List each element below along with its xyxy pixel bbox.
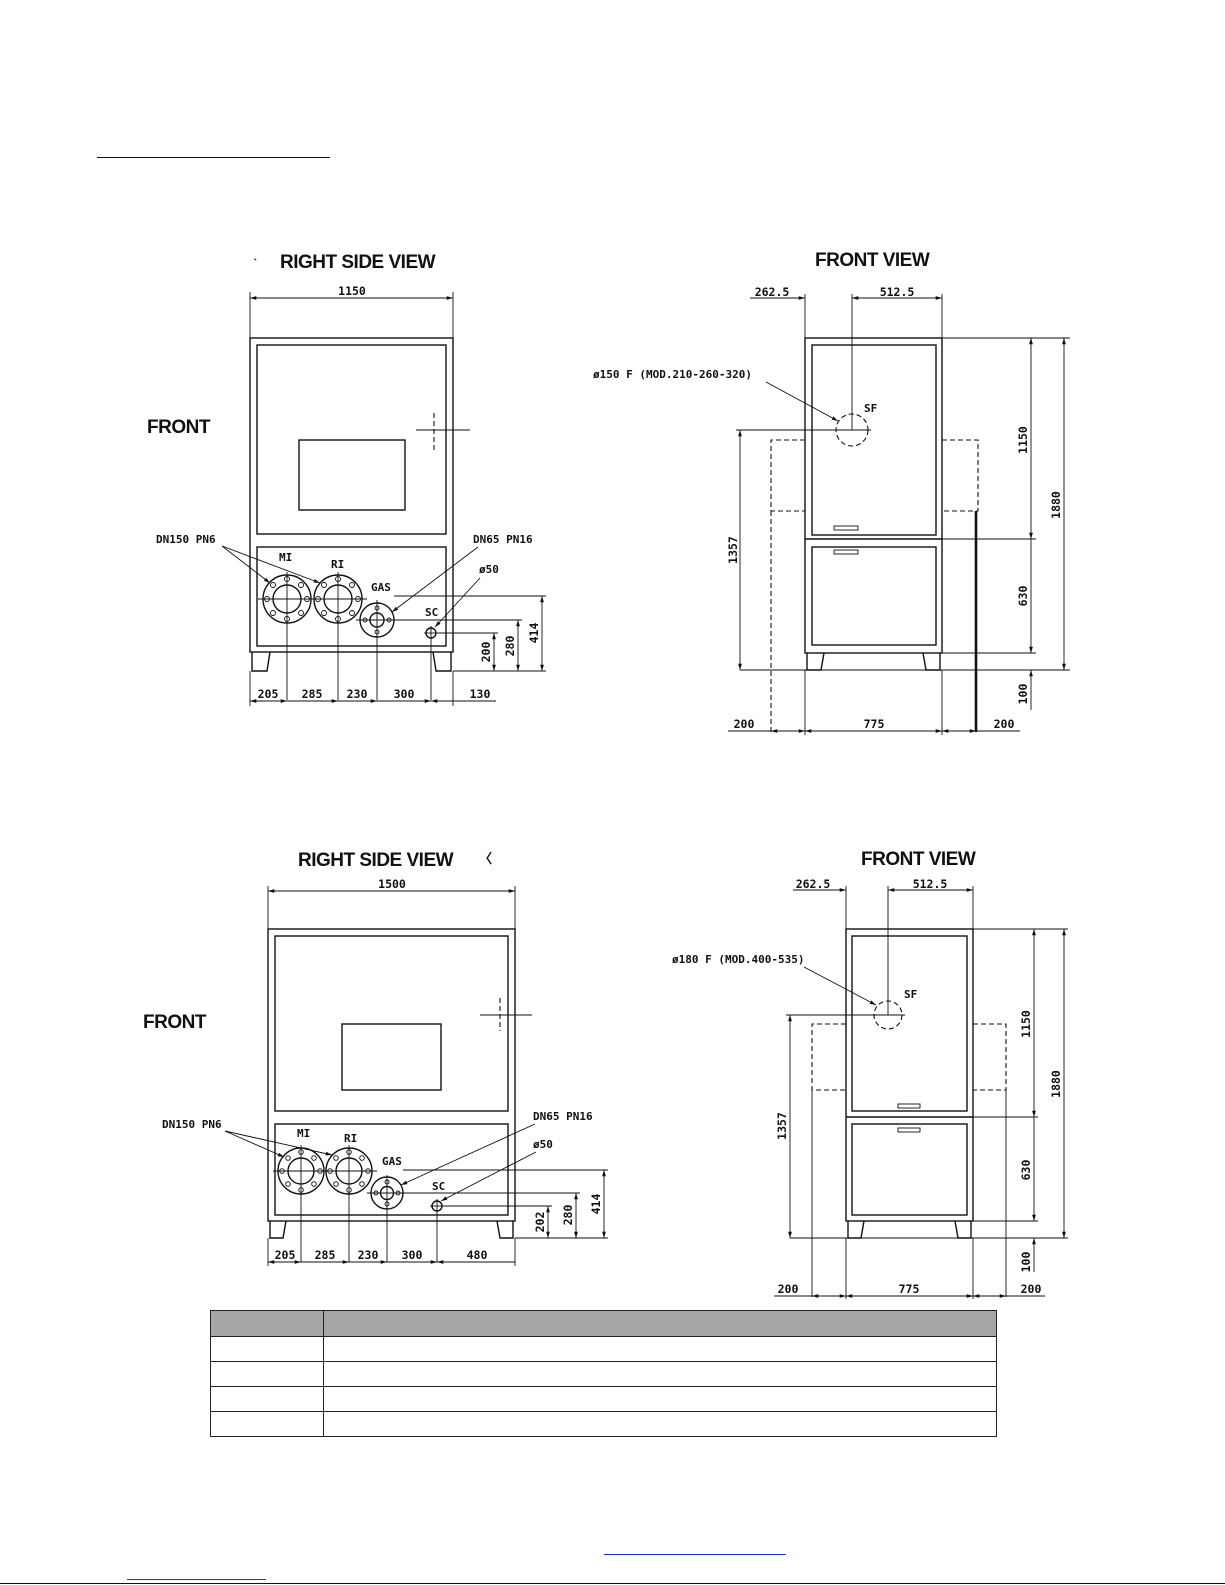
footer-link-2[interactable] (127, 1579, 266, 1580)
front-2-dim-200-right: 200 (1021, 1282, 1042, 1296)
front-1-dim-512-5: 512.5 (880, 285, 915, 299)
table-cell (210, 1336, 324, 1362)
side-1-height-414: 414 (527, 623, 541, 644)
side-view-1-width-dim: 1150 (338, 284, 366, 298)
side-1-sc: SC (425, 606, 438, 619)
front-2-dim-262-5: 262.5 (796, 877, 831, 891)
front-2-dim-512-5: 512.5 (913, 877, 948, 891)
front-1-dim-1357: 1357 (726, 536, 740, 564)
side-view-2-front-label: FRONT (143, 1012, 207, 1033)
side-2-dim-300: 300 (402, 1248, 423, 1262)
side-view-1-front-label: FRONT (147, 417, 211, 438)
side-1-mi: MI (279, 551, 292, 564)
side-2-height-202: 202 (533, 1212, 547, 1233)
table-cell (210, 1411, 324, 1437)
side-2-height-280: 280 (561, 1205, 575, 1226)
table-row (210, 1411, 997, 1437)
front-view-1-title: FRONT VIEW (815, 250, 930, 271)
front-2-dim-775: 775 (899, 1282, 920, 1296)
side-2-ri: RI (344, 1132, 357, 1145)
table-cell (210, 1386, 324, 1412)
ri-flange-2 (321, 1145, 377, 1262)
table-cell (323, 1386, 997, 1412)
side-1-ri: RI (331, 558, 344, 571)
gas-flange-1 (356, 600, 398, 700)
side-1-dim-205: 205 (258, 687, 279, 701)
table-row (210, 1361, 997, 1387)
footer-link[interactable] (604, 1554, 786, 1555)
front-2-dim-1357: 1357 (775, 1112, 789, 1140)
side-2-height-414: 414 (589, 1194, 603, 1215)
front-1-dim-200-right: 200 (994, 717, 1015, 731)
front-view-1: FRONT VIEW 262.5 512.5 SF ø150 F (MOD.21… (593, 250, 1070, 735)
side-view-1-title: RIGHT SIDE VIEW (280, 252, 436, 273)
side-2-dim-205: 205 (275, 1248, 296, 1262)
table-header-row (210, 1310, 997, 1337)
front-1-dim-200-left: 200 (734, 717, 755, 731)
table-header-cell (323, 1310, 997, 1337)
side-view-2-title: RIGHT SIDE VIEW (298, 850, 454, 871)
side-2-mi: MI (297, 1127, 310, 1140)
side-view-2-width-dim: 1500 (378, 877, 406, 891)
front-2-sf-label: ø180 F (MOD.400-535) (672, 953, 804, 966)
mi-flange-2 (273, 1145, 329, 1262)
side-1-flange-label: DN150 PN6 (156, 533, 216, 546)
side-2-sc: SC (432, 1180, 445, 1193)
table-cell (323, 1411, 997, 1437)
front-1-dim-1150: 1150 (1016, 426, 1030, 454)
side-2-flange-label: DN150 PN6 (162, 1118, 222, 1131)
sc-connection-1 (424, 626, 438, 700)
table-row (210, 1336, 997, 1362)
front-2-dim-630: 630 (1019, 1160, 1033, 1181)
side-1-dim-130: 130 (470, 687, 491, 701)
front-view-2: FRONT VIEW 262.5 512.5 SF ø180 F (MOD.40… (672, 849, 1068, 1299)
table-cell (323, 1336, 997, 1362)
front-2-dim-100: 100 (1019, 1252, 1033, 1273)
front-1-dim-100: 100 (1016, 684, 1030, 705)
table-row (210, 1386, 997, 1412)
front-1-dim-775: 775 (864, 717, 885, 731)
side-view-1: ˋ RIGHT SIDE VIEW FRONT 1150 (147, 252, 546, 706)
footer-rule (0, 1583, 1225, 1584)
front-1-dim-1880: 1880 (1049, 491, 1063, 519)
front-1-sf: SF (864, 402, 877, 415)
sc-connection-2 (430, 1199, 444, 1262)
side-2-dim-480: 480 (467, 1248, 488, 1262)
heading-underline (97, 157, 330, 158)
mi-flange-1 (258, 572, 316, 700)
front-1-sf-label: ø150 F (MOD.210-260-320) (593, 368, 752, 381)
side-view-1-tick: ˋ (253, 256, 257, 271)
side-2-gas-flange-label: DN65 PN16 (533, 1110, 593, 1123)
side-view-2: RIGHT SIDE VIEW 〈 FRONT 1500 (143, 850, 608, 1266)
gas-flange-2 (367, 1175, 407, 1262)
front-2-dim-1150: 1150 (1019, 1010, 1033, 1038)
side-2-gas: GAS (382, 1155, 402, 1168)
side-2-dim-285: 285 (315, 1248, 336, 1262)
side-1-gas-flange-label: DN65 PN16 (473, 533, 533, 546)
front-1-dim-262-5: 262.5 (755, 285, 790, 299)
side-2-dim-230: 230 (358, 1248, 379, 1262)
table-header-cell (210, 1310, 324, 1337)
side-1-height-280: 280 (503, 636, 517, 657)
front-2-dim-200-left: 200 (778, 1282, 799, 1296)
front-2-dim-1880: 1880 (1049, 1070, 1063, 1098)
front-1-dim-630: 630 (1016, 586, 1030, 607)
side-view-2-tick: 〈 (479, 851, 492, 866)
table-cell (323, 1361, 997, 1387)
side-1-gas: GAS (371, 581, 391, 594)
table-cell (210, 1361, 324, 1387)
side-1-dim-285: 285 (302, 687, 323, 701)
side-1-dim-300: 300 (394, 687, 415, 701)
side-2-sc-diameter: ø50 (533, 1138, 553, 1151)
connection-table (210, 1310, 997, 1437)
side-1-sc-diameter: ø50 (479, 563, 499, 576)
ri-flange-1 (309, 572, 367, 700)
side-1-height-200: 200 (479, 642, 493, 663)
front-view-2-title: FRONT VIEW (861, 849, 976, 870)
front-2-sf: SF (904, 988, 917, 1001)
side-1-dim-230: 230 (347, 687, 368, 701)
